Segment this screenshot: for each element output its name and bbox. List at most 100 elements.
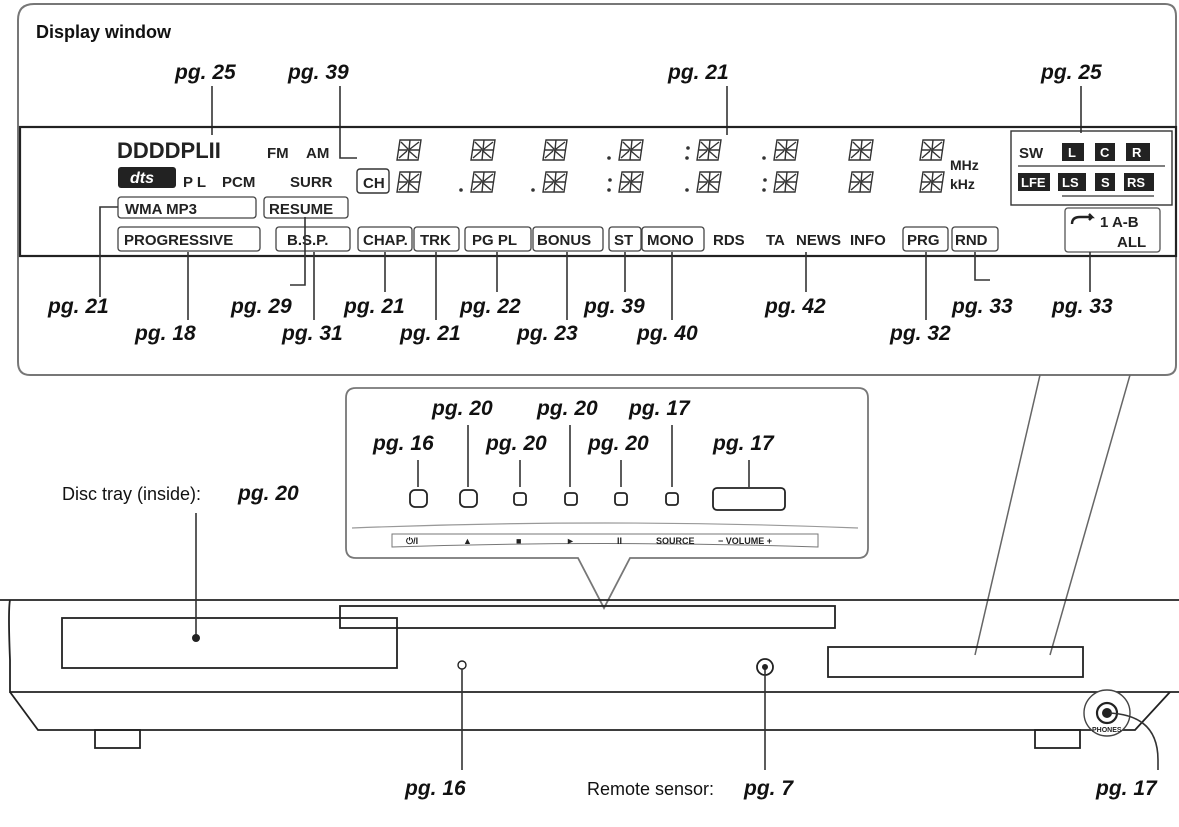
disc-tray-label: Disc tray (inside): bbox=[62, 484, 201, 504]
segment-digit bbox=[773, 171, 799, 193]
ref-standby: pg. 16 bbox=[404, 777, 466, 800]
play-button[interactable] bbox=[564, 492, 578, 506]
l-indicator: L bbox=[1068, 145, 1076, 160]
wmamp3-indicator: WMA MP3 bbox=[125, 201, 197, 218]
repeat-box bbox=[1064, 207, 1161, 253]
ref-repeat: pg. 33 bbox=[1051, 295, 1113, 318]
ref-phones: pg. 17 bbox=[1095, 777, 1158, 800]
segment-separator bbox=[607, 178, 612, 192]
segment-separator bbox=[607, 156, 611, 160]
ref-bonus: pg. 23 bbox=[516, 322, 578, 345]
trk-indicator: TRK bbox=[420, 232, 451, 249]
ta-indicator: TA bbox=[766, 232, 785, 249]
volume-label: − VOLUME + bbox=[718, 536, 772, 546]
ref-mono: pg. 40 bbox=[636, 322, 698, 345]
c-indicator: C bbox=[1100, 145, 1110, 160]
segment-digit bbox=[919, 139, 945, 161]
pcm-indicator: PCM bbox=[222, 174, 255, 191]
progressive-indicator: PROGRESSIVE bbox=[124, 232, 233, 249]
unit-display-window bbox=[827, 646, 1084, 678]
stop-label: ■ bbox=[516, 536, 521, 546]
pl-indicator: P L bbox=[183, 174, 206, 191]
segment-digit bbox=[396, 171, 422, 193]
segment-digit bbox=[696, 171, 722, 193]
segment-digit bbox=[542, 139, 568, 161]
segment-digit-group bbox=[396, 139, 945, 193]
ref-pgpl: pg. 22 bbox=[459, 295, 521, 318]
segment-digit bbox=[470, 171, 496, 193]
channel-box bbox=[1010, 130, 1173, 206]
bsp-indicator: B.S.P. bbox=[287, 232, 328, 249]
r-indicator: R bbox=[1132, 145, 1142, 160]
standby-indicator bbox=[457, 660, 467, 670]
segment-separator bbox=[685, 146, 690, 160]
volume-rocker[interactable] bbox=[712, 487, 786, 511]
ls-indicator: LS bbox=[1062, 175, 1079, 190]
segment-digit bbox=[696, 139, 722, 161]
mono-indicator: MONO bbox=[647, 232, 694, 249]
segment-digit bbox=[618, 139, 644, 161]
segment-digit bbox=[848, 171, 874, 193]
ref-prg: pg. 32 bbox=[889, 322, 951, 345]
all-indicator: ALL bbox=[1117, 234, 1146, 251]
ch-box bbox=[356, 168, 390, 194]
segment-digit bbox=[773, 139, 799, 161]
display-pointer bbox=[974, 374, 1131, 656]
rnd-indicator: RND bbox=[955, 232, 988, 249]
pause-label: II bbox=[617, 536, 622, 546]
dolby-indicator: DDDDPLII bbox=[117, 138, 221, 163]
fm-indicator: FM bbox=[267, 145, 289, 162]
power-button[interactable] bbox=[409, 489, 428, 508]
segment-digit bbox=[919, 171, 945, 193]
ref-volume: pg. 17 bbox=[712, 432, 775, 455]
segment-separator bbox=[762, 178, 767, 192]
ref-pause: pg. 20 bbox=[587, 432, 649, 455]
ref-ch: pg. 39 bbox=[287, 61, 349, 84]
ref-power: pg. 16 bbox=[372, 432, 434, 455]
ref-rds: pg. 42 bbox=[764, 295, 826, 318]
power-label: ⏻/I bbox=[406, 536, 418, 546]
segment-separator bbox=[685, 188, 689, 192]
ref-main-display: pg. 21 bbox=[667, 61, 729, 84]
pgpl-indicator: PG PL bbox=[472, 232, 517, 249]
play-label: ► bbox=[566, 536, 575, 546]
disc-tray bbox=[61, 617, 398, 669]
ref-play: pg. 20 bbox=[536, 397, 598, 420]
display-window-title: Display window bbox=[36, 22, 172, 42]
ref-stop: pg. 20 bbox=[485, 432, 547, 455]
bonus-indicator: BONUS bbox=[537, 232, 591, 249]
am-indicator: AM bbox=[306, 145, 329, 162]
remote-sensor-label: Remote sensor: bbox=[587, 779, 714, 799]
segment-separator bbox=[531, 188, 535, 192]
display-window-frame bbox=[17, 3, 1177, 376]
ref-remote-sensor: pg. 7 bbox=[743, 777, 794, 800]
segment-digit bbox=[848, 139, 874, 161]
lfe-indicator: LFE bbox=[1021, 175, 1046, 190]
mhz-indicator: MHz bbox=[950, 157, 979, 173]
ref-trk: pg. 21 bbox=[399, 322, 461, 345]
ref-dolby: pg. 25 bbox=[174, 61, 236, 84]
ref-rnd: pg. 33 bbox=[951, 295, 1013, 318]
source-button[interactable] bbox=[665, 492, 679, 506]
ref-wmamp3: pg. 21 bbox=[47, 295, 109, 318]
source-label: SOURCE bbox=[656, 536, 695, 546]
prg-indicator: PRG bbox=[907, 232, 940, 249]
stop-button[interactable] bbox=[513, 492, 527, 506]
segment-separator bbox=[459, 188, 463, 192]
ref-st: pg. 39 bbox=[583, 295, 645, 318]
repeat-indicator: 1 A-B bbox=[1100, 214, 1139, 231]
ref-chap: pg. 21 bbox=[343, 295, 405, 318]
khz-indicator: kHz bbox=[950, 176, 975, 192]
rs-indicator: RS bbox=[1127, 175, 1145, 190]
segment-digit bbox=[542, 171, 568, 193]
segment-digit bbox=[470, 139, 496, 161]
pause-button[interactable] bbox=[614, 492, 628, 506]
eject-button[interactable] bbox=[459, 489, 478, 508]
ref-eject: pg. 20 bbox=[431, 397, 493, 420]
display-strip bbox=[18, 125, 1178, 258]
s-indicator: S bbox=[1101, 175, 1110, 190]
repeat-icon bbox=[1070, 213, 1095, 225]
ch-indicator: CH bbox=[363, 175, 385, 192]
info-indicator: INFO bbox=[850, 232, 886, 249]
